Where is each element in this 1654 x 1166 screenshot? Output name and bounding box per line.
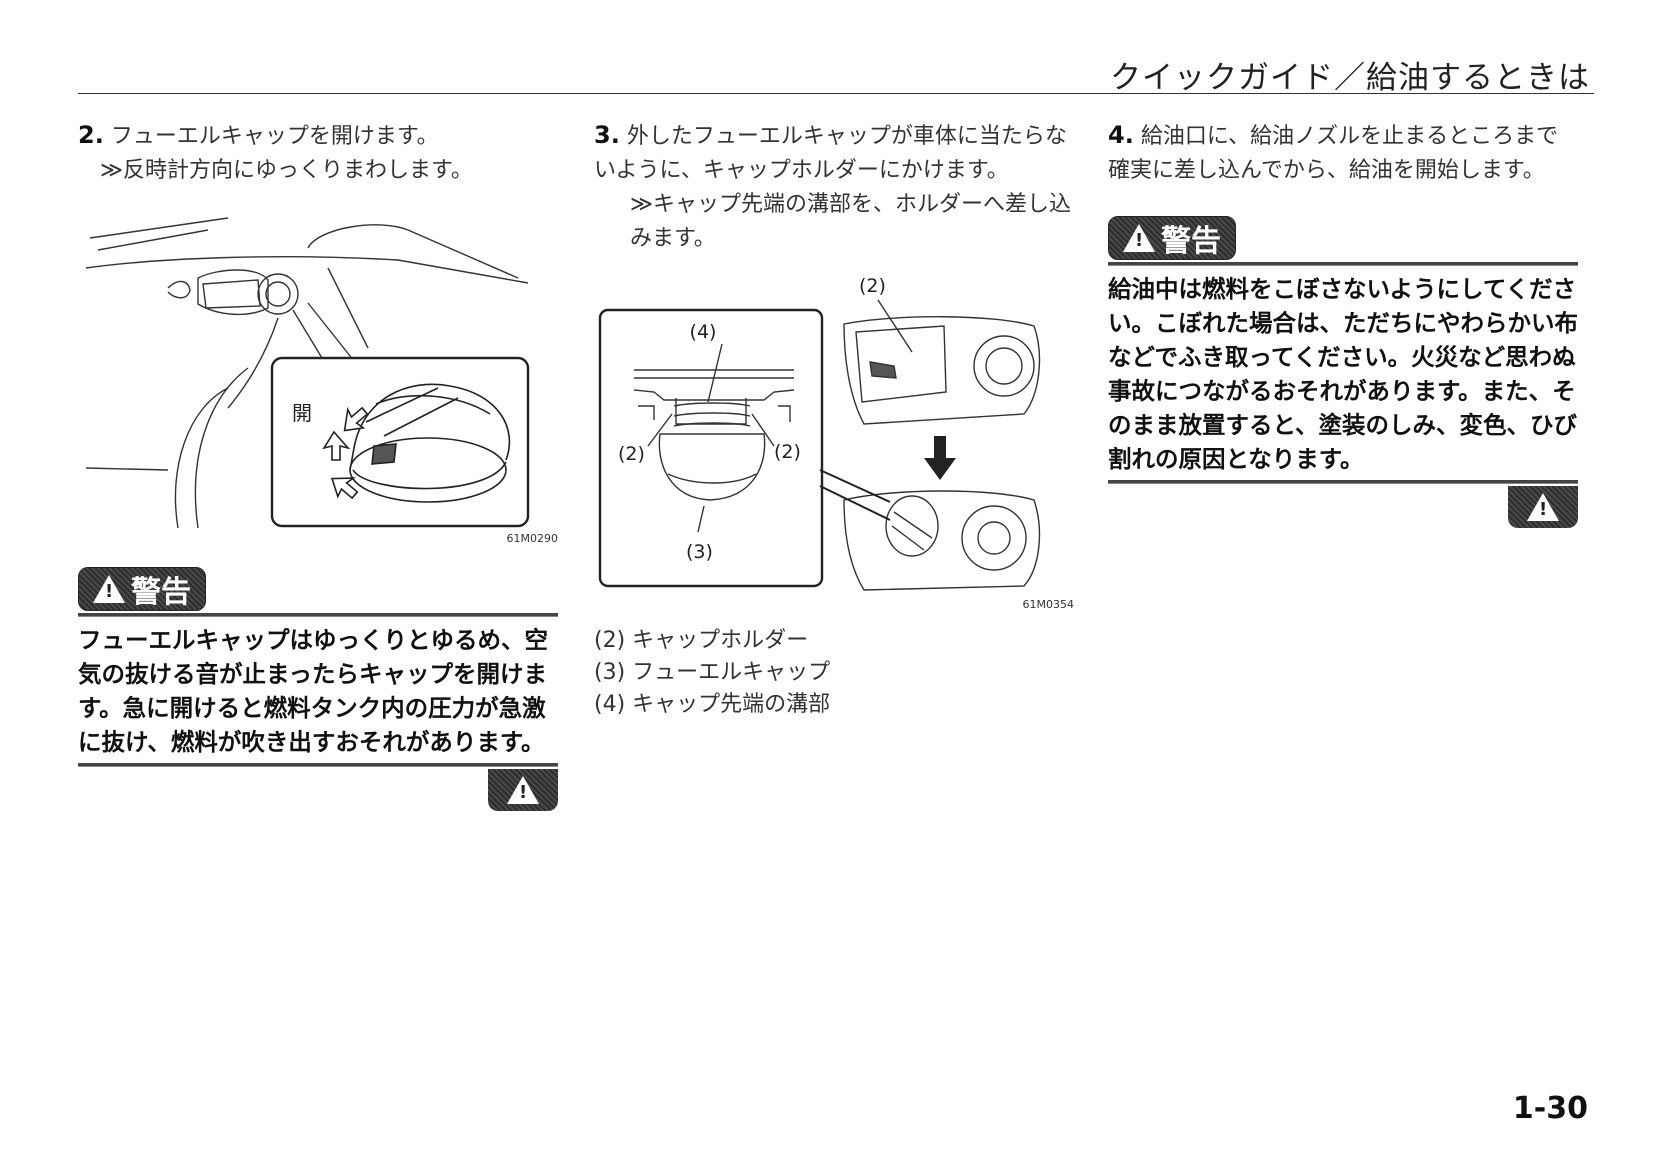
- warning-box-1: ! 警告 フューエルキャップはゆっくりとゆるめ、空気の抜ける音が止まったらキャッ…: [78, 567, 558, 811]
- warning-badge-label: 警告: [1161, 224, 1221, 259]
- warning-end-icon: !: [1508, 486, 1578, 528]
- warning-badge: ! 警告: [1108, 216, 1236, 260]
- legend-item: (2) キャップホルダー: [594, 628, 809, 653]
- column-step-2: 2. フューエルキャップを開けます。 ≫反時計方向にゆっくりまわします。: [78, 118, 558, 811]
- step-text: フューエルキャップを開けます。: [110, 124, 439, 149]
- legend-item: (4) キャップ先端の溝部: [594, 692, 831, 717]
- callout-2-top: (2): [859, 275, 886, 297]
- open-label: 開: [292, 401, 312, 425]
- step-number: 2.: [78, 121, 104, 149]
- cap-holder-illustration: (4) (2) (2) (3) (2): [598, 275, 1041, 591]
- warning-end-icon: !: [488, 769, 558, 811]
- warning-text: フューエルキャップはゆっくりとゆるめ、空気の抜ける音が止まったらキャップを開けま…: [78, 626, 548, 756]
- step-note: ≫反時計方向にゆっくりまわします。: [100, 158, 473, 183]
- column-step-3: 3. 外したフューエルキャップが車体に当たらないように、キャップホルダーにかけま…: [594, 118, 1074, 721]
- figure-fuel-cap-open: 開 61M0290: [78, 208, 558, 545]
- warning-bottom-rule: [78, 763, 558, 767]
- callout-2-left: (2): [618, 443, 645, 465]
- callout-3: (3): [686, 541, 713, 563]
- header-divider: [78, 93, 1594, 94]
- warning-badge: ! 警告: [78, 567, 206, 611]
- page-number: 1-30: [1512, 1091, 1588, 1126]
- step-text: 外したフューエルキャップが車体に当たらないように、キャップホルダーにかけます。: [594, 124, 1067, 183]
- figure-code: 61M0290: [506, 532, 558, 545]
- fuel-cap-illustration: 開: [85, 217, 530, 529]
- warning-text: 給油中は燃料をこぼさないようにしてください。こぼれた場合は、ただちにやわらかい布…: [1108, 275, 1578, 473]
- callout-4: (4): [690, 321, 717, 343]
- warning-triangle-icon: !: [1123, 224, 1155, 252]
- callout-2-right: (2): [774, 441, 801, 463]
- step-4: 4. 給油口に、給油ノズルを止まるところまで確実に差し込んでから、給油を開始しま…: [1108, 118, 1578, 188]
- warning-box-2: ! 警告 給油中は燃料をこぼさないようにしてください。こぼれた場合は、ただちにや…: [1108, 216, 1578, 528]
- step-3: 3. 外したフューエルキャップが車体に当たらないように、キャップホルダーにかけま…: [594, 118, 1074, 188]
- page-header-title: クイックガイド／給油するときは: [1110, 60, 1590, 96]
- step-number: 4.: [1108, 121, 1134, 149]
- warning-triangle-icon: !: [93, 575, 125, 603]
- step-number: 3.: [594, 121, 620, 149]
- step-note: ≫キャップ先端の溝部を、ホルダーへ差し込みます。: [630, 192, 1072, 251]
- warning-bottom-rule: [1108, 480, 1578, 484]
- warning-top-rule: [78, 613, 558, 617]
- warning-top-rule: [1108, 262, 1578, 266]
- step-2: 2. フューエルキャップを開けます。: [78, 118, 558, 154]
- figure-legend: (2) キャップホルダー (3) フューエルキャップ (4) キャップ先端の溝部: [594, 625, 1074, 721]
- warning-badge-label: 警告: [131, 575, 191, 610]
- figure-code: 61M0354: [1022, 598, 1074, 611]
- step-text: 給油口に、給油ノズルを止まるところまで確実に差し込んでから、給油を開始します。: [1108, 124, 1559, 183]
- column-step-4: 4. 給油口に、給油ノズルを止まるところまで確実に差し込んでから、給油を開始しま…: [1108, 118, 1588, 528]
- legend-item: (3) フューエルキャップ: [594, 660, 831, 685]
- figure-cap-holder: (4) (2) (2) (3) (2): [594, 274, 1074, 611]
